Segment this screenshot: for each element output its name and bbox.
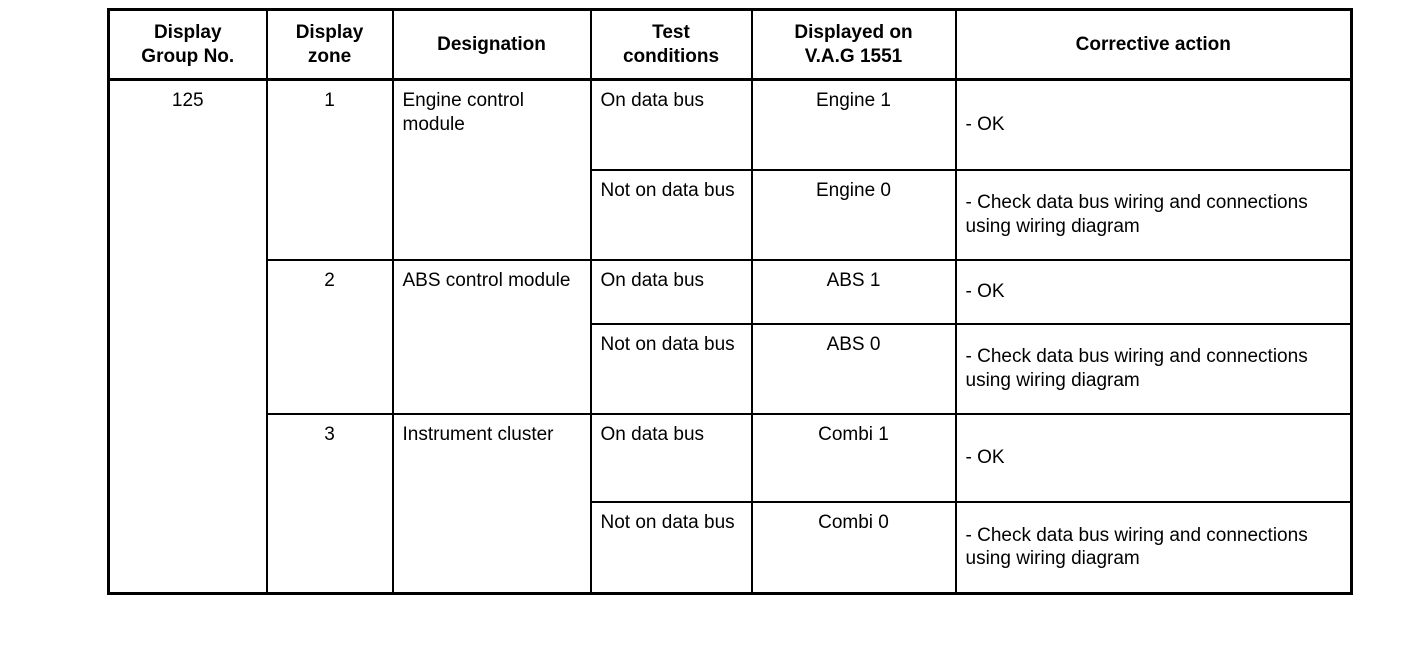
cell-designation: Instrument cluster bbox=[391, 412, 592, 595]
column-header-display-zone: Display zone bbox=[265, 8, 394, 81]
column-header-designation: Designation bbox=[391, 8, 592, 81]
header-line-1: Designation bbox=[437, 33, 546, 55]
header-row: Display Group No. Display zone Designati… bbox=[107, 8, 1353, 81]
table-header: Display Group No. Display zone Designati… bbox=[107, 8, 1353, 81]
table-row: Not on data bus ABS 0 - Check data bus w… bbox=[109, 322, 1353, 415]
header-line-1: Test bbox=[652, 21, 690, 43]
header-line-2: Group No. bbox=[141, 45, 235, 67]
table-row: 2 ABS control module On data bus ABS 1 -… bbox=[109, 258, 1353, 415]
cell-displayed-value: Engine 1 bbox=[750, 78, 957, 171]
column-header-corrective-action: Corrective action bbox=[954, 8, 1353, 81]
cell-corrective-action: - OK bbox=[954, 78, 1353, 171]
cell-display-zone: 1 bbox=[265, 78, 394, 261]
table-body: 125 1 Engine control module On data bus … bbox=[107, 78, 1353, 595]
header-line-1: Corrective action bbox=[1075, 33, 1231, 55]
header-line-2: conditions bbox=[622, 45, 720, 67]
cell-corrective-action: - Check data bus wiring and connections … bbox=[954, 168, 1353, 261]
cell-displayed-value: Combi 1 bbox=[750, 412, 957, 503]
cell-displayed-value: ABS 0 bbox=[750, 322, 957, 415]
header-line-1: Displayed on bbox=[794, 21, 913, 43]
cell-display-zone: 3 bbox=[265, 412, 394, 595]
cell-test-condition: On data bus bbox=[589, 258, 753, 325]
cell-corrective-action: - OK bbox=[954, 258, 1353, 325]
cell-test-condition: Not on data bus bbox=[589, 322, 753, 415]
column-header-display-group-no: Display Group No. bbox=[107, 8, 268, 81]
column-header-test-conditions: Test conditions bbox=[589, 8, 753, 81]
header-line-2: V.A.G 1551 bbox=[804, 45, 903, 67]
cell-test-condition: On data bus bbox=[589, 78, 753, 171]
cell-designation: Engine control module bbox=[391, 78, 592, 261]
cell-corrective-action: - Check data bus wiring and connections … bbox=[954, 322, 1353, 415]
table-row: 125 1 Engine control module On data bus … bbox=[107, 78, 1353, 595]
cell-displayed-value: Combi 0 bbox=[750, 500, 957, 595]
header-line-2: zone bbox=[307, 45, 352, 67]
header-line-1: Display bbox=[295, 21, 364, 43]
table-row: Not on data bus Engine 0 - Check data bu… bbox=[109, 168, 1353, 261]
cell-test-condition: Not on data bus bbox=[589, 500, 753, 595]
cell-displayed-value: Engine 0 bbox=[750, 168, 957, 261]
header-line-1: Display bbox=[153, 21, 222, 43]
table-row: 3 Instrument cluster On data bus Combi 1… bbox=[109, 412, 1353, 595]
cell-display-group-no: 125 bbox=[107, 78, 268, 595]
cell-designation: ABS control module bbox=[391, 258, 592, 415]
display-group-table: Display Group No. Display zone Designati… bbox=[107, 8, 1353, 595]
cell-displayed-value: ABS 1 bbox=[750, 258, 957, 325]
cell-test-condition: On data bus bbox=[589, 412, 753, 503]
cell-corrective-action: - OK bbox=[954, 412, 1353, 503]
column-header-displayed-on-vag-1551: Displayed on V.A.G 1551 bbox=[750, 8, 957, 81]
table-row: Not on data bus Combi 0 - Check data bus… bbox=[109, 500, 1353, 595]
cell-corrective-action: - Check data bus wiring and connections … bbox=[954, 500, 1353, 595]
cell-test-condition: Not on data bus bbox=[589, 168, 753, 261]
cell-display-zone: 2 bbox=[265, 258, 394, 415]
